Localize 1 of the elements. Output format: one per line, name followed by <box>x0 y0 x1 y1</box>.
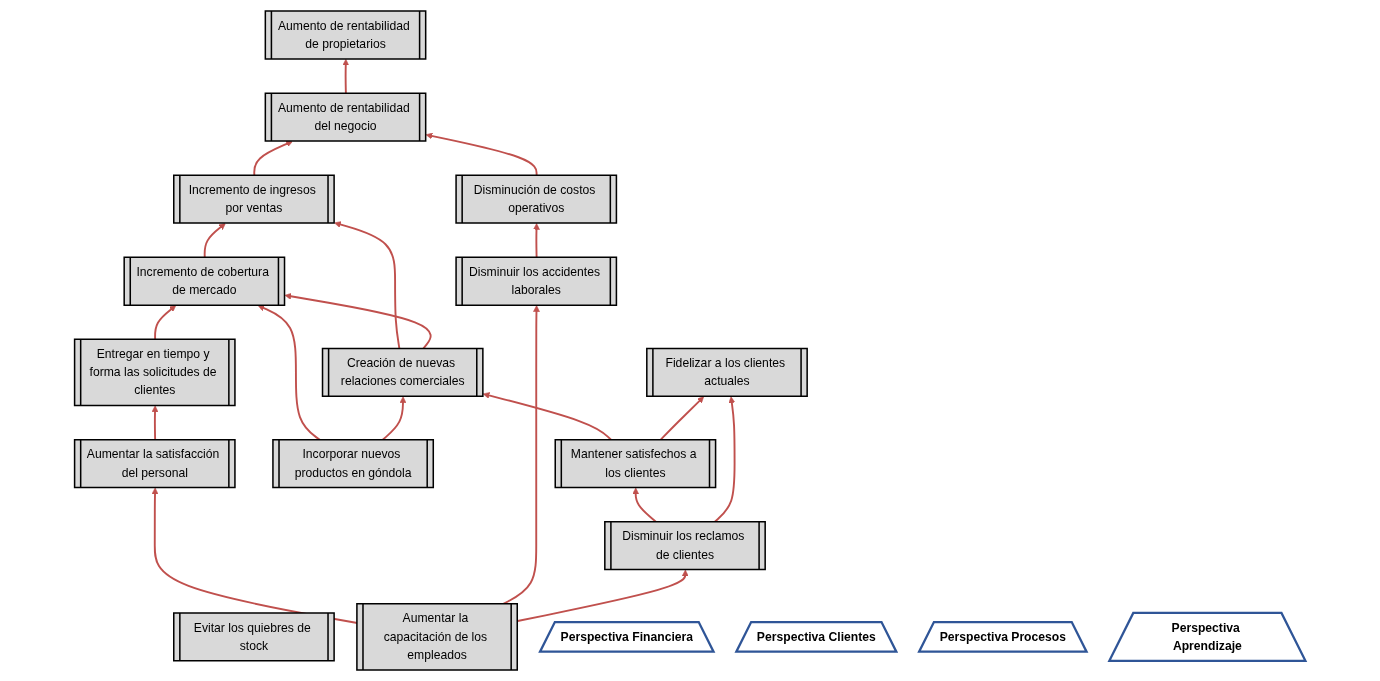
arrow <box>516 569 689 622</box>
